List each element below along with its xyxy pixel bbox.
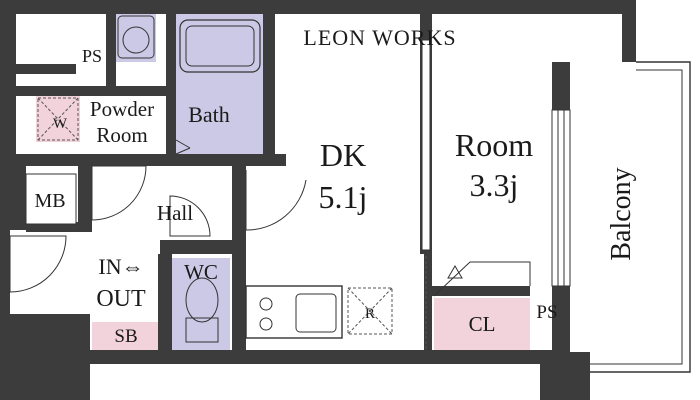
balcony-label: Balcony [606,167,637,260]
kitchen-counter [245,285,343,339]
doors [9,165,531,297]
wc-area [172,258,230,350]
entrance-label-1: IN⇔ [98,254,143,279]
bathtub [175,19,261,155]
ps-top-label: PS [82,46,102,66]
cl-area [434,298,530,350]
dk-size-label: 5.1j [319,179,368,215]
powder-room-label-1: Powder [90,97,154,121]
sb-label: SB [114,326,137,347]
sb-area [92,322,158,350]
interior-walls [16,14,530,350]
washbasin [117,15,155,59]
bath-label: Bath [188,102,230,127]
mb-label: MB [34,190,65,212]
mb-box [25,173,77,225]
building-name: LEON WORKS [303,25,456,50]
toilet [185,277,219,343]
washer-label: W [53,116,68,132]
entrance-label-2: OUT [96,286,146,312]
fridge-space [347,287,393,335]
room-window [551,109,571,287]
dk-name-label: DK [320,137,366,173]
hall-label: Hall [157,201,193,225]
sliding-partition [421,39,431,350]
ps-right-label: PS [536,302,557,323]
powder-room-label-2: Room [96,123,147,147]
balcony [590,61,691,373]
washbasin-area [116,14,156,62]
cl-label: CL [469,312,496,336]
fridge-label: R [365,306,375,322]
wc-label: WC [184,260,218,284]
washer-space [37,97,79,141]
room-size-label: 3.3j [470,167,519,203]
room-name-label: Room [455,127,533,163]
